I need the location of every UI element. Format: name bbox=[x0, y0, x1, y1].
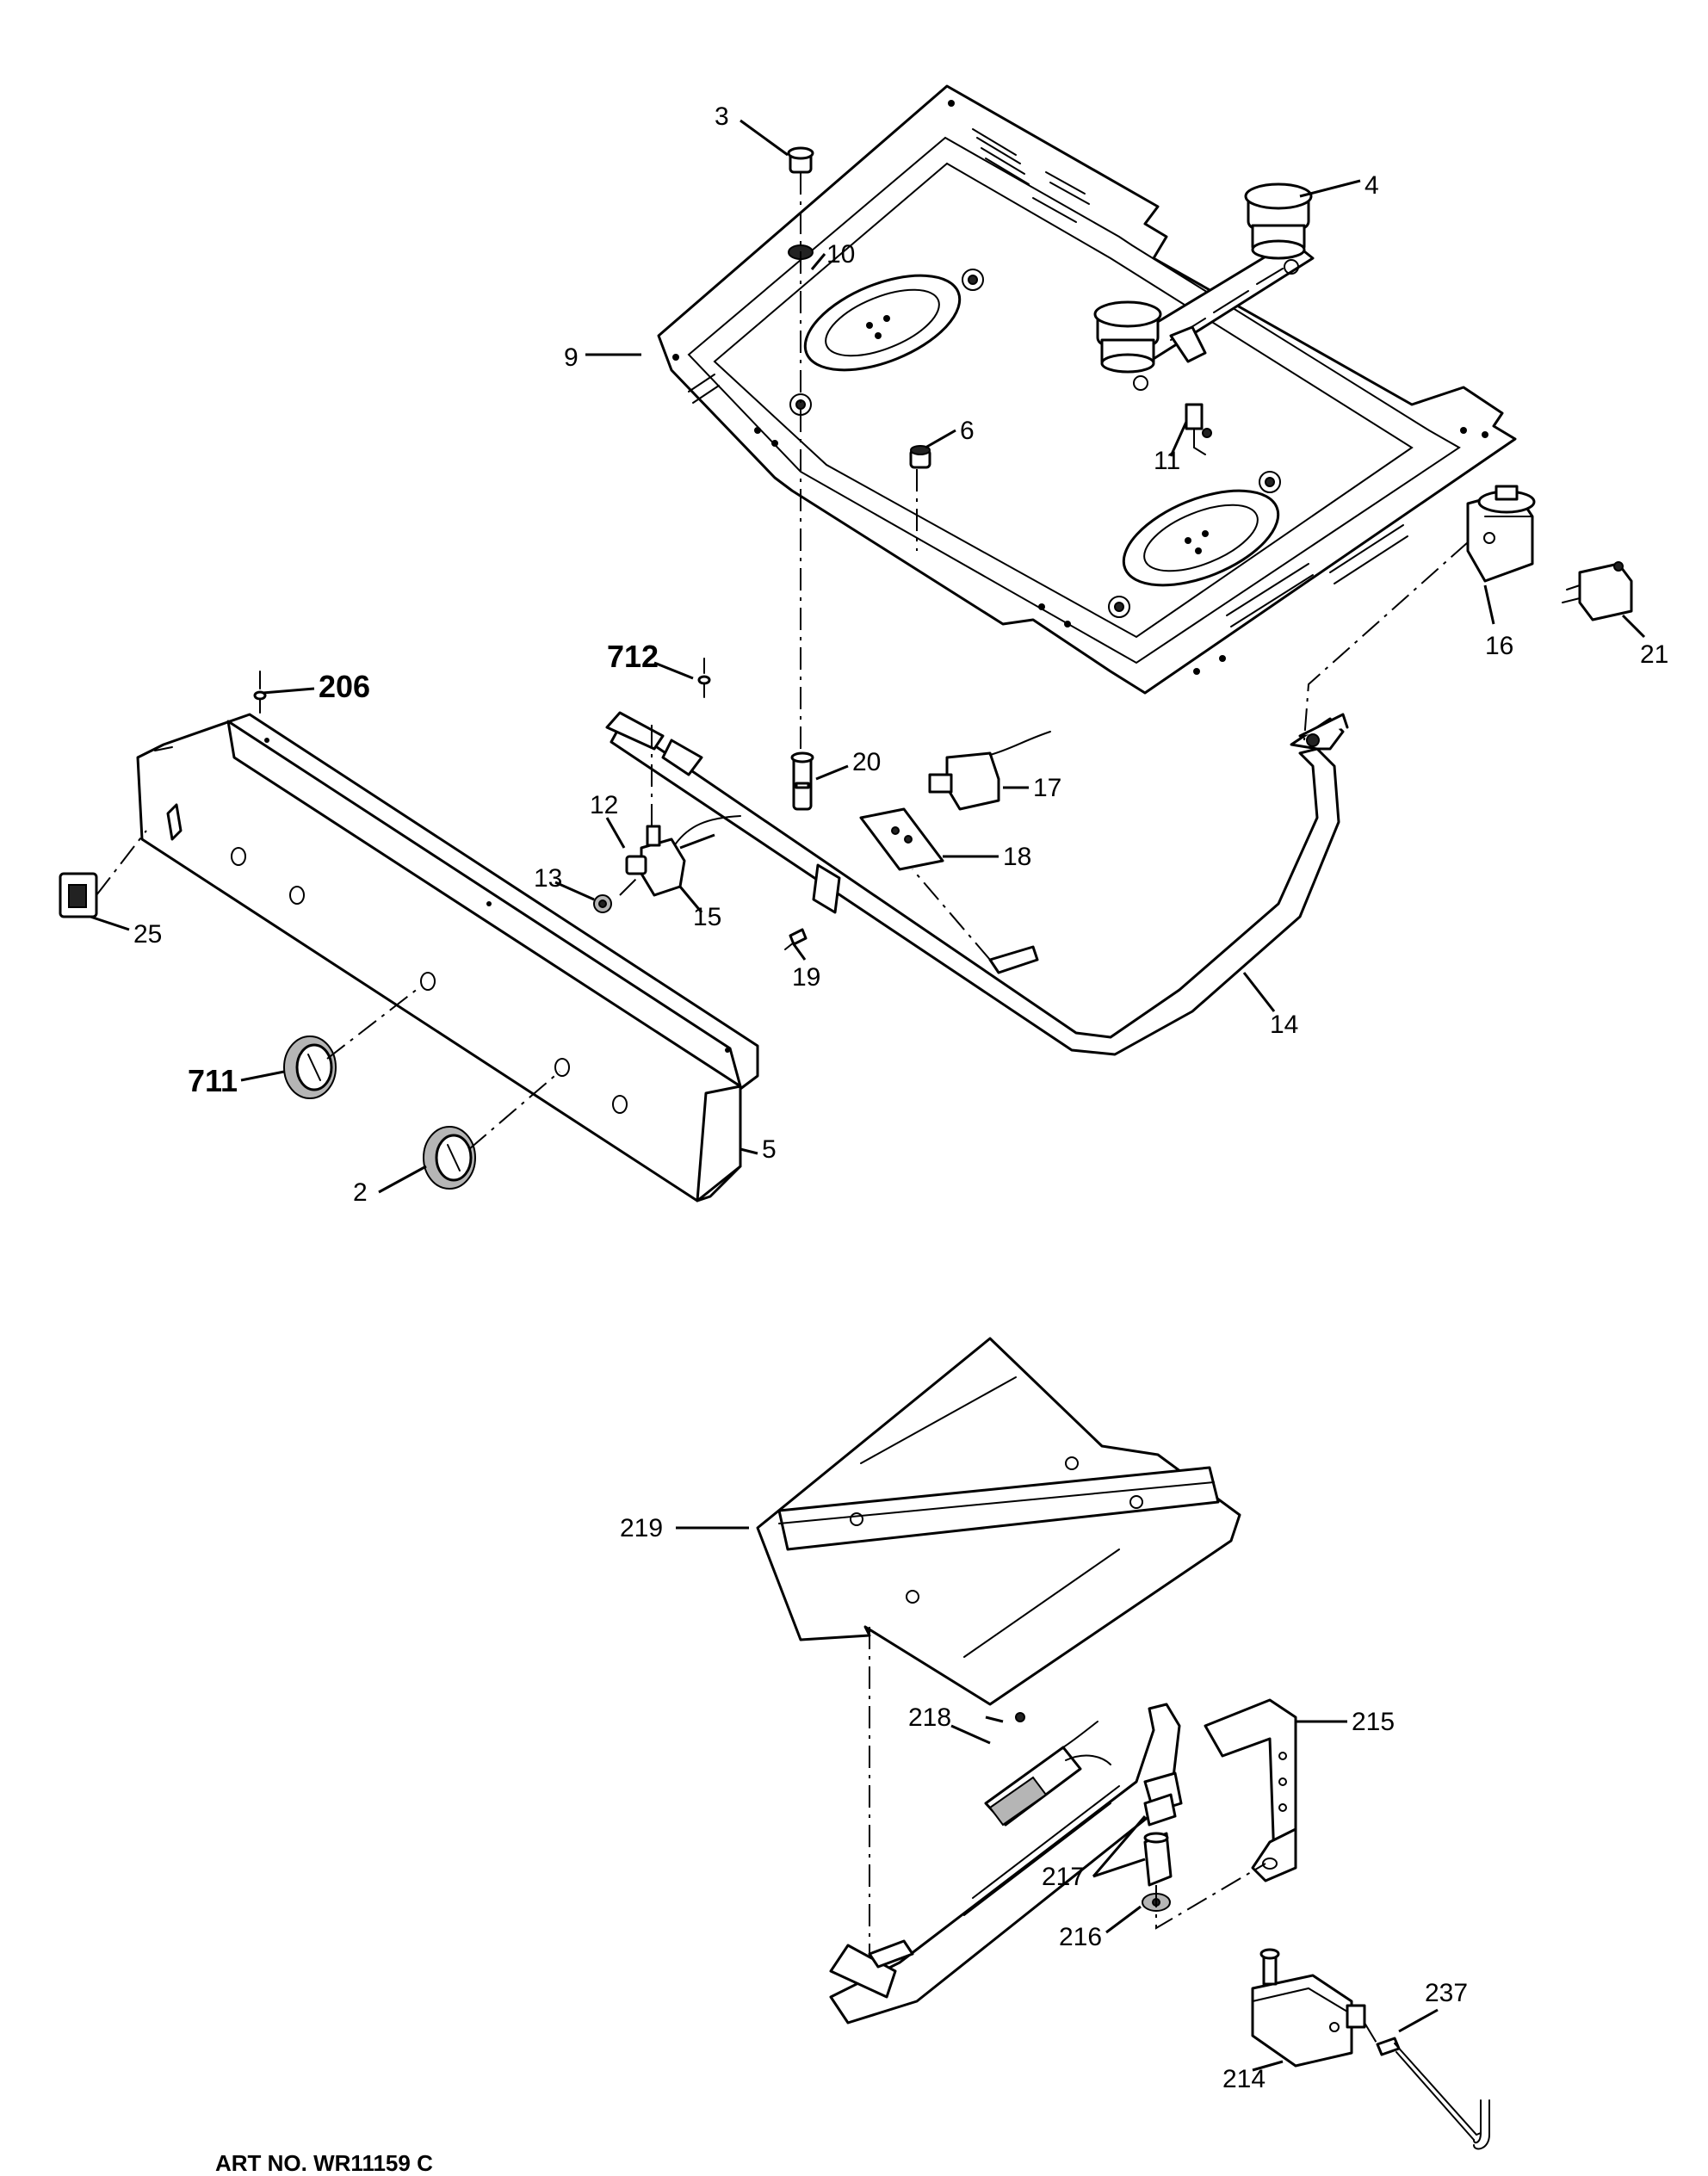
callout-5: 5 bbox=[762, 1135, 777, 1164]
top-burner-assembly bbox=[1093, 182, 1315, 391]
part-11-electrode bbox=[1185, 403, 1212, 455]
centerlines-upper bbox=[96, 172, 1469, 1150]
callout-12: 12 bbox=[590, 791, 618, 819]
callout-237: 237 bbox=[1425, 1979, 1468, 2007]
callout-15: 15 bbox=[693, 903, 721, 931]
callout-712: 712 bbox=[607, 639, 659, 674]
callout-219: 219 bbox=[620, 1514, 663, 1542]
part-16-regulator bbox=[1466, 485, 1536, 583]
callout-216: 216 bbox=[1059, 1923, 1102, 1951]
callout-14: 14 bbox=[1270, 1011, 1298, 1039]
centerlines-lower bbox=[869, 1627, 1378, 2045]
part-20-tube bbox=[790, 751, 814, 811]
part-206-screw bbox=[253, 671, 267, 714]
callout-19: 19 bbox=[792, 963, 820, 992]
callout-25: 25 bbox=[133, 920, 162, 949]
part-2-knob bbox=[423, 1126, 476, 1190]
callout-labels: 3 4 10 9 6 11 16 21 712 206 20 17 18 12 … bbox=[133, 102, 1668, 2093]
part-219-broil-shield bbox=[756, 1337, 1241, 1706]
part-217-bracket bbox=[1143, 1793, 1177, 1887]
callout-214: 214 bbox=[1222, 2065, 1266, 2093]
art-number: ART NO. WR11159 C bbox=[215, 2150, 433, 2176]
callout-20: 20 bbox=[852, 748, 881, 776]
part-15-valve bbox=[625, 815, 741, 897]
callout-711: 711 bbox=[188, 1063, 238, 1098]
part-711-knob bbox=[283, 1035, 337, 1099]
callout-13: 13 bbox=[534, 864, 562, 893]
leader-lines bbox=[90, 119, 1646, 2072]
burner-box-pan bbox=[657, 84, 1517, 695]
part-215-bracket bbox=[1204, 1698, 1297, 1882]
callout-6: 6 bbox=[960, 417, 975, 445]
part-13-nut bbox=[593, 894, 612, 913]
part-237-thermocouple bbox=[1376, 2037, 1490, 2150]
part-3-screw bbox=[787, 146, 814, 174]
part-5-manifold-panel bbox=[136, 713, 759, 1202]
part-214-valve bbox=[1251, 1948, 1366, 2068]
callout-4: 4 bbox=[1365, 171, 1379, 200]
callout-217: 217 bbox=[1042, 1863, 1085, 1891]
callout-17: 17 bbox=[1033, 774, 1061, 802]
callout-3: 3 bbox=[715, 102, 729, 131]
part-6-plug bbox=[909, 445, 931, 469]
callout-21: 21 bbox=[1640, 640, 1668, 669]
part-14-manifold bbox=[605, 711, 1349, 1056]
part-17-valve bbox=[928, 731, 1051, 811]
callout-218: 218 bbox=[908, 1703, 951, 1732]
callout-2: 2 bbox=[353, 1178, 368, 1207]
part-19-screw bbox=[784, 928, 808, 950]
part-218-electrode bbox=[984, 1712, 1111, 1827]
callout-215: 215 bbox=[1352, 1708, 1395, 1736]
callout-11: 11 bbox=[1154, 447, 1180, 475]
part-25-light-switch bbox=[59, 872, 98, 918]
callout-18: 18 bbox=[1003, 843, 1031, 871]
callout-206: 206 bbox=[319, 669, 370, 704]
part-21-switch bbox=[1562, 561, 1633, 621]
callout-10: 10 bbox=[826, 240, 855, 269]
pan-vent-slots bbox=[688, 128, 1408, 627]
callout-9: 9 bbox=[564, 343, 579, 372]
part-712-screw bbox=[697, 658, 711, 698]
part-18-bracket bbox=[859, 807, 944, 871]
callout-16: 16 bbox=[1485, 632, 1513, 660]
